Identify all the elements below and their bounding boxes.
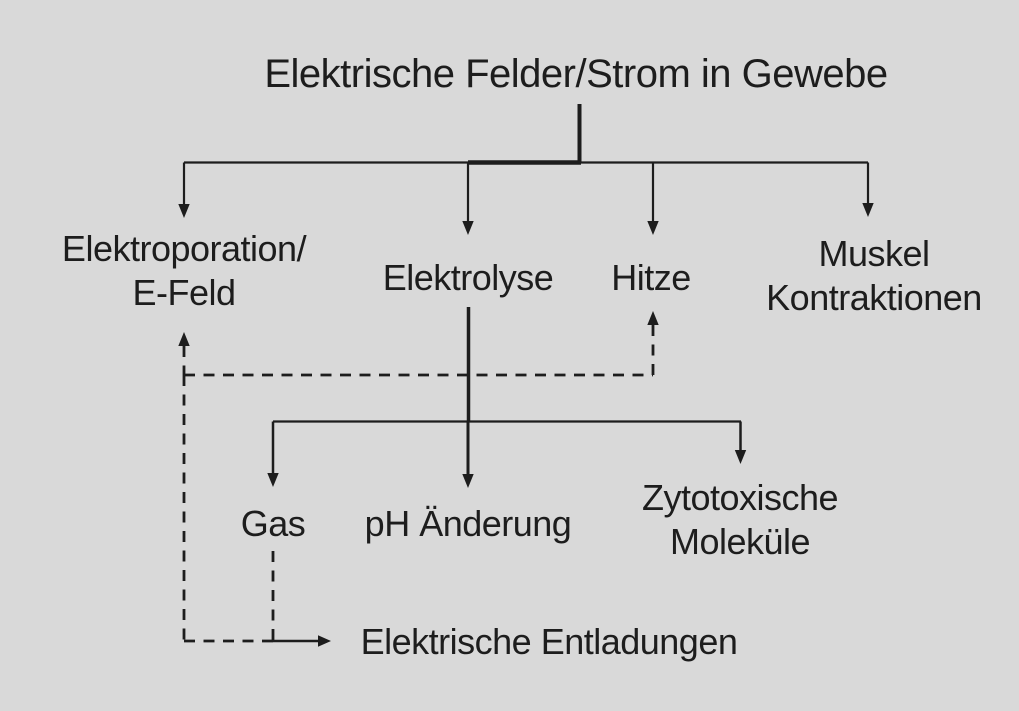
arrowhead-up-icon <box>178 332 190 346</box>
node-ph-aenderung: pH Änderung <box>365 502 572 546</box>
edge-entladungen-hitze-dashed <box>184 311 659 377</box>
arrowhead-down-icon <box>267 473 279 487</box>
node-label: Gas <box>240 503 306 544</box>
node-label: Kontraktionen <box>766 277 982 318</box>
node-zytotoxische-molekuele: Zytotoxische Moleküle <box>641 476 839 564</box>
arrowhead-down-icon <box>647 221 659 235</box>
edge-root-elektroporation <box>178 162 190 218</box>
arrowhead-down-icon <box>178 204 190 218</box>
node-label: Moleküle <box>669 521 811 562</box>
edge-elektrolyse-zytotoxisch <box>734 421 747 464</box>
edge-elektrolyse-gas <box>267 421 279 487</box>
node-gas: Gas <box>241 502 306 546</box>
arrowhead-up-icon <box>647 311 659 325</box>
arrowhead-down-icon <box>462 221 474 235</box>
arrowhead-down-icon <box>734 450 747 464</box>
node-label: Elektrische Entladungen <box>360 621 738 662</box>
edge-elektrolyse-ph <box>462 421 474 488</box>
node-label: E-Feld <box>132 272 236 313</box>
node-elektroporation: Elektroporation/ E-Feld <box>61 227 307 315</box>
node-label: Zytotoxische <box>641 477 839 518</box>
node-label: Elektroporation/ <box>61 228 307 269</box>
edge-root-hitze <box>647 162 659 235</box>
node-elektrische-entladungen: Elektrische Entladungen <box>361 620 738 664</box>
arrowhead-down-icon <box>462 474 474 488</box>
arrowhead-down-icon <box>862 203 874 217</box>
node-label: Muskel <box>818 233 930 274</box>
node-root-title: Elektrische Felder/Strom in Gewebe <box>264 52 888 96</box>
edge-root-elektrolyse <box>462 162 474 235</box>
node-elektrolyse: Elektrolyse <box>383 256 554 300</box>
node-label: Elektrolyse <box>382 257 554 298</box>
arrowhead-right-icon <box>318 635 331 647</box>
edge-entladungen-elektroporation-dashed <box>178 332 190 641</box>
edge-gas-entladungen-dashed <box>184 551 331 647</box>
node-hitze: Hitze <box>611 256 691 300</box>
node-label: Hitze <box>611 257 691 298</box>
node-label: pH Änderung <box>364 503 572 544</box>
edge-root-muskel <box>862 162 874 217</box>
node-muskel-kontraktionen: Muskel Kontraktionen <box>766 232 982 320</box>
